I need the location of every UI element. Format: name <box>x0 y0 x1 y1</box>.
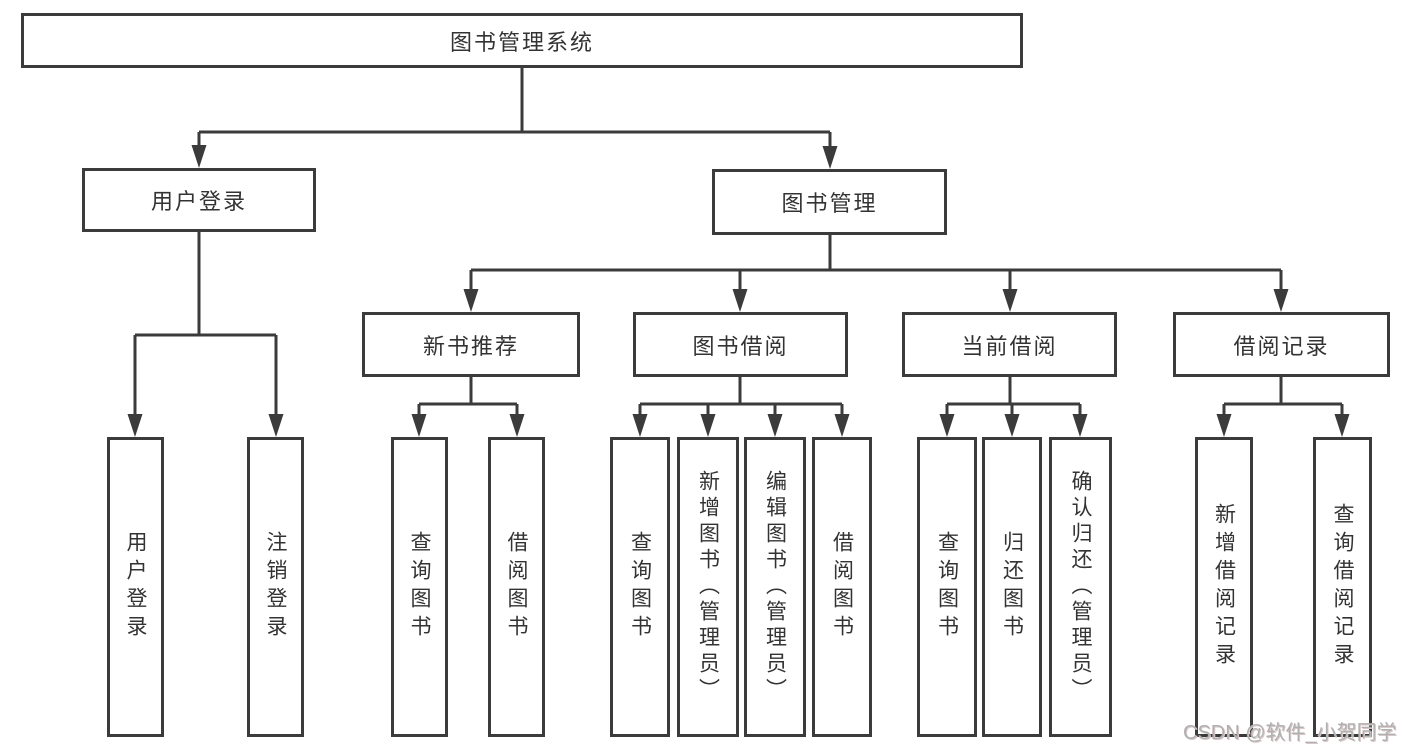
node-book-management: 图书管理 <box>712 169 947 235</box>
leaf-confirm-return-admin: 确认归还（管理员） <box>1049 437 1112 737</box>
leaf-query-books-current: 查询图书 <box>917 437 977 737</box>
leaf-query-books-recommend: 查询图书 <box>391 437 448 737</box>
leaf-edit-book-admin: 编辑图书（管理员） <box>744 437 806 737</box>
leaf-add-borrow-record: 新增借阅记录 <box>1195 437 1253 737</box>
leaf-logout: 注销登录 <box>247 437 304 737</box>
node-new-book-recommendation: 新书推荐 <box>362 312 580 377</box>
leaf-query-books-borrowing: 查询图书 <box>610 437 670 737</box>
node-current-borrowing: 当前借阅 <box>902 312 1117 377</box>
node-book-borrowing: 图书借阅 <box>633 312 848 377</box>
node-borrowing-records: 借阅记录 <box>1173 312 1390 377</box>
node-user-login: 用户登录 <box>82 168 316 232</box>
leaf-user-login: 用户登录 <box>107 437 164 737</box>
leaf-borrow-books-recommend: 借阅图书 <box>488 437 545 737</box>
leaf-add-book-admin: 新增图书（管理员） <box>677 437 739 737</box>
csdn-watermark: CSDN @软件_小贺同学 <box>1183 722 1397 744</box>
leaf-query-borrow-record: 查询借阅记录 <box>1313 437 1372 737</box>
leaf-borrow-books-borrowing: 借阅图书 <box>812 437 872 737</box>
node-library-system: 图书管理系统 <box>21 13 1023 68</box>
leaf-return-book: 归还图书 <box>982 437 1042 737</box>
